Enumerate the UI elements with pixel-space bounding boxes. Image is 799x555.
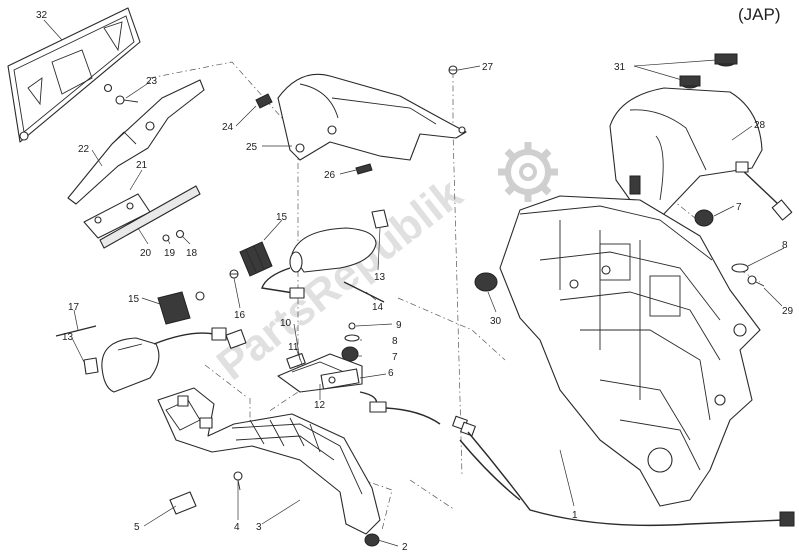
callout-12: 12 <box>314 400 326 411</box>
grommet-30 <box>474 272 498 292</box>
grommet-31-b <box>714 53 738 67</box>
leader-lines <box>43 19 785 547</box>
callout-20: 20 <box>140 248 152 259</box>
watermark-gear-icon <box>498 142 558 202</box>
washer-19 <box>162 234 170 242</box>
screw-29 <box>747 275 765 287</box>
grommet-7-upper <box>694 209 714 227</box>
tail-light <box>609 87 793 221</box>
rear-mudguard <box>157 387 381 535</box>
callout-3: 3 <box>256 522 262 533</box>
screw-23 <box>115 95 139 105</box>
grommet-31-a <box>679 75 701 89</box>
plate-light-connector <box>359 391 441 425</box>
connectors-harness <box>452 415 476 437</box>
plate-bracket-arm <box>67 79 205 205</box>
screw-15-lower <box>195 291 205 301</box>
callout-7-upper: 7 <box>736 202 742 213</box>
washer-8-center <box>344 334 360 342</box>
screw-27 <box>448 65 458 75</box>
license-plate-holder <box>7 7 141 143</box>
indicator-rubber-lower <box>157 291 191 325</box>
rear-fairing-cover <box>277 73 467 161</box>
plate-light-bracket <box>83 185 201 249</box>
callout-14: 14 <box>372 302 384 313</box>
callout-18: 18 <box>186 248 198 259</box>
callout-24: 24 <box>222 122 234 133</box>
callout-21: 21 <box>136 160 148 171</box>
callout-25: 25 <box>246 142 258 153</box>
callout-17: 17 <box>68 302 80 313</box>
callout-29: 29 <box>782 306 794 317</box>
wire-17 <box>55 325 97 337</box>
callout-23: 23 <box>146 76 158 87</box>
clip-5 <box>169 491 197 515</box>
callout-11: 11 <box>288 342 299 353</box>
callout-2: 2 <box>402 542 408 553</box>
callout-1: 1 <box>572 510 578 521</box>
callout-26: 26 <box>324 170 336 181</box>
bulb-13-lower <box>83 357 99 375</box>
callout-9: 9 <box>396 320 402 331</box>
watermark-text: PartsRepublik <box>208 169 472 390</box>
callout-19: 19 <box>164 248 176 259</box>
callout-13-lower: 13 <box>62 332 74 343</box>
indicator-rubber-upper <box>239 241 273 277</box>
callout-16: 16 <box>234 310 246 321</box>
callout-32: 32 <box>36 10 48 21</box>
callout-7-center: 7 <box>392 352 398 363</box>
callout-31: 31 <box>614 62 626 73</box>
wire-14 <box>343 281 385 303</box>
callout-8-right: 8 <box>782 240 788 251</box>
turn-indicator-upper <box>261 227 377 299</box>
washer-8-right <box>731 263 749 273</box>
callout-13-upper: 13 <box>374 272 386 283</box>
callout-15-lower: 15 <box>128 294 140 305</box>
grommet-2 <box>364 533 380 547</box>
callout-30: 30 <box>490 316 502 327</box>
callout-5: 5 <box>134 522 140 533</box>
callout-6: 6 <box>388 368 394 379</box>
callout-27: 27 <box>482 62 494 73</box>
turn-indicator-lower <box>101 327 247 393</box>
callout-15-upper: 15 <box>276 212 288 223</box>
bulb-13-upper <box>371 209 389 229</box>
callout-10: 10 <box>280 318 292 329</box>
screw-9 <box>348 322 356 330</box>
wiring-harness-1 <box>459 431 795 527</box>
callout-8-center: 8 <box>392 336 398 347</box>
screw-18 <box>175 229 185 239</box>
rear-subframe <box>499 195 761 507</box>
screw-16 <box>229 269 239 279</box>
screw-26 <box>355 163 373 175</box>
clip-24 <box>255 93 273 109</box>
callout-22: 22 <box>78 144 90 155</box>
plate-light-bracket-center <box>277 353 363 393</box>
callouts: 32 23 22 21 20 19 18 24 25 26 27 31 28 7… <box>36 10 794 553</box>
region-label: (JAP) <box>738 5 781 24</box>
callout-28: 28 <box>754 120 766 131</box>
callout-4: 4 <box>234 522 240 533</box>
